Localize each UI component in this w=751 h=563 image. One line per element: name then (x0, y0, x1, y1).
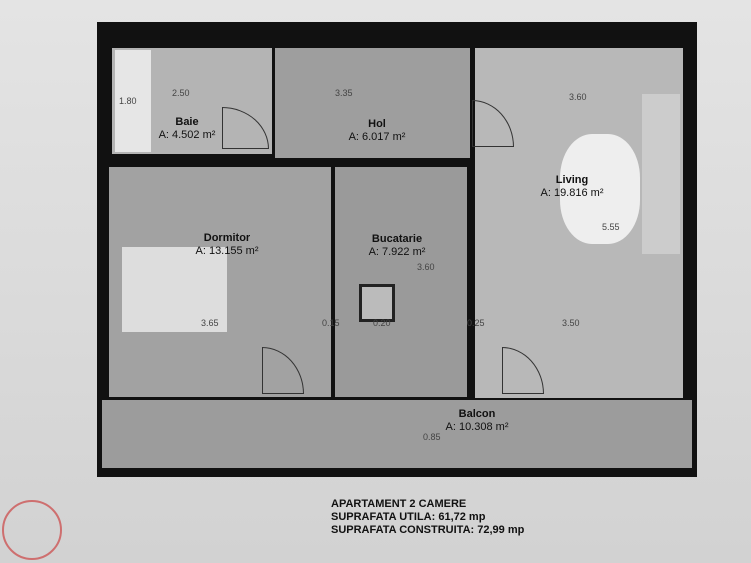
room-area: A: 13.155 m² (195, 245, 259, 257)
room-area: A: 7.922 m² (368, 246, 426, 258)
room-bucatarie (335, 167, 467, 397)
notary-stamp (2, 500, 62, 560)
room-area: A: 6.017 m² (348, 131, 406, 143)
dimension-label: 3.60 (417, 262, 435, 272)
room-name: Bucatarie (371, 233, 423, 245)
dimension-label: 2.50 (172, 88, 190, 98)
apartment-caption: APARTAMENT 2 CAMERE SUPRAFATA UTILA: 61,… (331, 498, 524, 537)
room-name: Balcon (458, 408, 496, 420)
dimension-label: 0.20 (373, 318, 391, 328)
dimension-label: 0.85 (423, 432, 441, 442)
dimension-label: 3.60 (569, 92, 587, 102)
bed (122, 247, 227, 332)
room-name: Baie (175, 116, 199, 128)
dimension-label: 3.65 (201, 318, 219, 328)
room-area: A: 10.308 m² (445, 421, 509, 433)
caption-title: APARTAMENT 2 CAMERE (331, 498, 467, 510)
dimension-label: 3.35 (335, 88, 353, 98)
caption-usable-area: SUPRAFATA UTILA: 61,72 mp (331, 511, 486, 523)
room-name: Dormitor (203, 232, 251, 244)
room-name: Living (555, 174, 589, 186)
dimension-label: 1.80 (119, 96, 137, 106)
dining-table (359, 284, 395, 322)
caption-built-area: SUPRAFATA CONSTRUITA: 72,99 mp (331, 524, 525, 536)
room-area: A: 4.502 m² (158, 129, 216, 141)
dimension-label: 0.25 (467, 318, 485, 328)
bathtub (115, 50, 151, 152)
room-balcon (102, 400, 692, 468)
sofa (642, 94, 680, 254)
rug (560, 134, 640, 244)
dimension-label: 5.55 (602, 222, 620, 232)
dimension-label: 0.15 (322, 318, 340, 328)
room-hol (275, 48, 470, 158)
room-area: A: 19.816 m² (540, 187, 604, 199)
room-name: Hol (368, 118, 386, 130)
dimension-label: 3.50 (562, 318, 580, 328)
